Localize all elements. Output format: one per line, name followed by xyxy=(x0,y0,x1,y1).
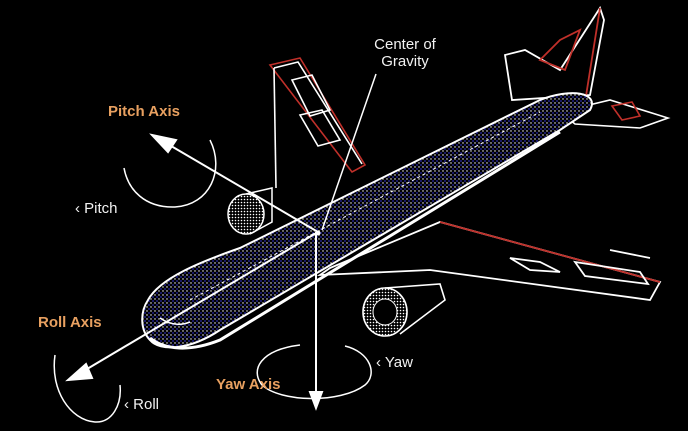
near-engine xyxy=(363,284,445,336)
yaw-axis-label: Yaw Axis xyxy=(216,376,280,393)
far-engine xyxy=(228,188,272,234)
yaw-label-text: Yaw xyxy=(385,354,413,371)
pitch-label-text: Pitch xyxy=(84,200,117,217)
roll-label-text: Roll xyxy=(133,396,159,413)
roll-label: ‹ Roll xyxy=(124,396,159,413)
far-wing xyxy=(270,58,365,188)
center-of-gravity-label: Center of Gravity xyxy=(369,36,441,70)
roll-axis-arrow xyxy=(68,232,318,380)
yaw-label: ‹ Yaw xyxy=(376,354,413,371)
vertical-tail xyxy=(505,8,604,100)
pitch-label: ‹ Pitch xyxy=(75,200,118,217)
center-of-gravity-label-line1: Center of xyxy=(369,36,441,53)
center-of-gravity-label-line2: Gravity xyxy=(369,53,441,70)
roll-axis-label: Roll Axis xyxy=(38,314,102,331)
pitch-axis-label: Pitch Axis xyxy=(108,103,180,120)
